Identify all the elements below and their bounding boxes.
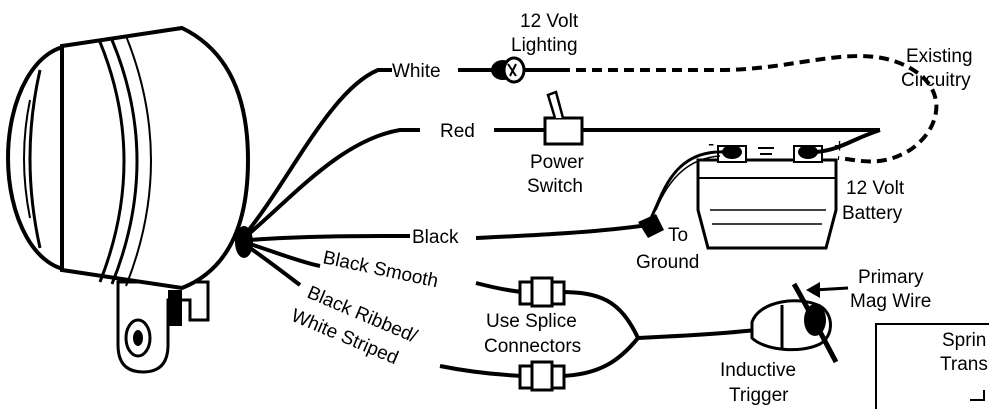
wires [242, 68, 880, 378]
inset-text-line2: Trans [940, 354, 988, 375]
label-black-wire: Black [412, 227, 459, 248]
label-red-wire: Red [440, 121, 475, 142]
label-black-smooth-wire: Black Smooth [321, 247, 440, 292]
inset-text-line1: Sprin [942, 330, 986, 351]
label-ground-line2: Ground [636, 252, 699, 273]
gauge [6, 25, 253, 374]
battery-positive-cable [815, 128, 881, 154]
label-battery-minus: - [708, 134, 714, 155]
bracket-clamp [168, 290, 182, 326]
label-splice-line1: Use Splice [486, 311, 577, 332]
black-smooth-wire [249, 242, 321, 268]
label-battery-plus: + [834, 136, 845, 157]
label-mag-line2: Mag Wire [850, 291, 931, 312]
red-wire [242, 128, 420, 240]
label-mag-line1: Primary [858, 267, 924, 288]
label-power-line1: Power [530, 152, 585, 173]
ground-terminal-icon [638, 214, 664, 238]
label-battery-line1: 12 Volt [846, 178, 905, 199]
black-wire [249, 234, 411, 242]
battery-icon [696, 145, 838, 250]
label-power-line2: Switch [527, 176, 583, 197]
primary-mag-wire [791, 282, 839, 364]
label-lighting-line1: 12 Volt [520, 11, 579, 32]
label-white-wire: White [392, 61, 441, 82]
label-existing-line2: Circuitry [901, 70, 971, 91]
gauge-body [60, 25, 251, 291]
inset-box [875, 323, 989, 409]
lighting-bulb-icon [491, 56, 526, 84]
label-trigger-line2: Trigger [729, 385, 789, 406]
splice-connector-bottom [518, 360, 566, 392]
label-splice-line2: Connectors [484, 336, 581, 357]
label-ground-line1: To [668, 225, 688, 246]
existing-circuitry-wire [560, 54, 939, 164]
label-existing-line1: Existing [906, 46, 973, 67]
label-lighting-line2: Lighting [511, 35, 578, 56]
splice-connector-top [518, 276, 566, 308]
white-wire [242, 68, 392, 238]
black-ribbed-wire [248, 246, 302, 287]
label-trigger-line1: Inductive [720, 360, 796, 381]
label-battery-line2: Battery [842, 203, 903, 224]
power-switch-icon [543, 90, 584, 146]
